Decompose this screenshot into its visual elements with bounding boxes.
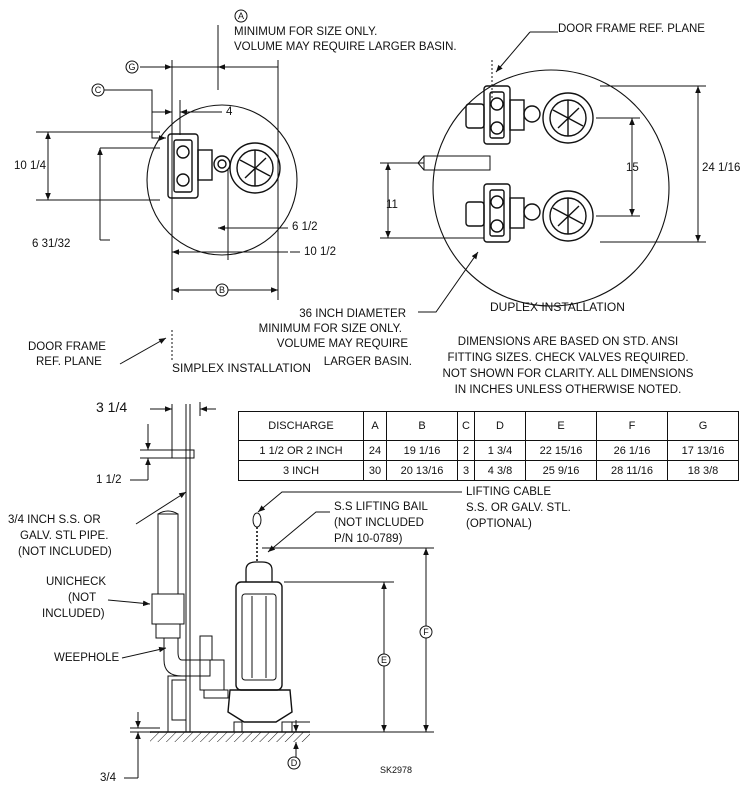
table-cell: 2 <box>457 440 475 461</box>
drawing-number: SK2978 <box>380 765 413 775</box>
callout-c: C <box>94 85 102 95</box>
header-b: B <box>386 411 458 441</box>
bail-label-line3: P/N 10-0789) <box>334 533 403 545</box>
duplex-caption: DUPLEX INSTALLATION <box>490 300 625 314</box>
table-cell: 20 13/16 <box>386 460 458 481</box>
table-cell: 17 13/16 <box>667 440 739 461</box>
duplex-dim-11: 11 <box>386 199 398 211</box>
table-cell: 1 1/2 OR 2 INCH <box>238 440 364 461</box>
cable-label-line1: LIFTING CABLE <box>466 486 551 498</box>
duplex-dim-24-1-16: 24 1/16 <box>702 162 741 174</box>
table-cell: 1 3/4 <box>474 440 526 461</box>
unicheck-label-line3: INCLUDED) <box>42 608 105 620</box>
elev-dim-3-1-4: 3 1/4 <box>96 399 128 415</box>
table-cell: 19 1/16 <box>386 440 458 461</box>
simplex-door-frame-line2: REF. PLANE <box>36 356 102 368</box>
notes-line4: IN INCHES UNLESS OTHERWISE NOTED. <box>454 384 682 396</box>
table-cell: 4 3/8 <box>474 460 526 481</box>
table-row: 3 INCH 30 20 13/16 3 4 3/8 25 9/16 28 11… <box>238 460 739 481</box>
header-c: C <box>457 411 475 441</box>
table-cell: 18 3/8 <box>667 460 739 481</box>
duplex-basin-outline <box>432 69 670 307</box>
table-cell: 26 1/16 <box>596 440 668 461</box>
table-cell: 24 <box>363 440 387 461</box>
simplex-dim-10-1-4: 10 1/4 <box>14 160 46 172</box>
simplex-note-line2: VOLUME MAY REQUIRE LARGER BASIN. <box>234 41 457 53</box>
notes-line3: NOT SHOWN FOR CLARITY. ALL DIMENSIONS <box>442 368 694 380</box>
header-e: E <box>525 411 597 441</box>
unicheck-label-line2: (NOT <box>68 592 97 604</box>
bail-label-line2: (NOT INCLUDED <box>334 517 424 529</box>
header-discharge: DISCHARGE <box>238 411 364 441</box>
simplex-basin-outline <box>146 104 298 256</box>
simplex-plan-view <box>36 25 300 365</box>
cable-label-line3: (OPTIONAL) <box>466 518 532 530</box>
simplex-dim-6-31-32: 6 31/32 <box>32 238 71 250</box>
simplex-note-line1: MINIMUM FOR SIZE ONLY. <box>234 26 378 38</box>
weephole-label: WEEPHOLE <box>54 652 120 664</box>
duplex-diameter-line4: LARGER BASIN. <box>323 356 412 368</box>
dimensions-table: DISCHARGE A B C D E F G 1 1/2 OR 2 INCH … <box>238 411 739 481</box>
table-row: 1 1/2 OR 2 INCH 24 19 1/16 2 1 3/4 22 15… <box>238 440 739 461</box>
cable-label-line2: S.S. OR GALV. STL. <box>466 502 571 514</box>
duplex-plan-view <box>380 31 706 313</box>
header-d: D <box>474 411 526 441</box>
callout-a: A <box>237 11 244 21</box>
table-cell: 25 9/16 <box>525 460 597 481</box>
unicheck-label-line1: UNICHECK <box>46 576 107 588</box>
header-f: F <box>596 411 668 441</box>
pipe-label-line3: (NOT INCLUDED) <box>18 546 112 558</box>
notes-line2: FITTING SIZES. CHECK VALVES REQUIRED. <box>447 352 689 364</box>
duplex-diameter-line3: VOLUME MAY REQUIRE <box>276 338 408 350</box>
table-cell: 22 15/16 <box>525 440 597 461</box>
elev-dim-3-4: 3/4 <box>100 772 116 784</box>
elev-dim-1-1-2: 1 1/2 <box>96 474 122 486</box>
table-cell: 30 <box>363 460 387 481</box>
header-g: G <box>667 411 739 441</box>
bail-label-line1: S.S LIFTING BAIL <box>334 501 428 513</box>
table-cell: 28 11/16 <box>596 460 668 481</box>
duplex-dim-15: 15 <box>626 162 639 174</box>
callout-d: D <box>290 758 298 768</box>
header-a: A <box>363 411 387 441</box>
duplex-door-frame: DOOR FRAME REF. PLANE <box>558 23 705 35</box>
callout-e: E <box>380 655 387 665</box>
simplex-dim-4: 4 <box>226 106 233 118</box>
simplex-caption: SIMPLEX INSTALLATION <box>172 361 311 375</box>
table-cell: 3 <box>457 460 475 481</box>
duplex-diameter-line1: 36 INCH DIAMETER <box>299 308 406 320</box>
table-cell: 3 INCH <box>238 460 364 481</box>
elevation-view <box>107 402 462 779</box>
simplex-door-frame-line1: DOOR FRAME <box>28 341 106 353</box>
simplex-dim-10-1-2: 10 1/2 <box>304 246 336 258</box>
callout-g: G <box>128 62 136 72</box>
pipe-label-line1: 3/4 INCH S.S. OR <box>8 514 101 526</box>
callout-f: F <box>423 627 429 637</box>
duplex-diameter-line2: MINIMUM FOR SIZE ONLY. <box>258 323 402 335</box>
table-header-row: DISCHARGE A B C D E F G <box>238 411 739 441</box>
callout-b: B <box>218 285 225 295</box>
pipe-label-line2: GALV. STL PIPE. <box>20 530 109 542</box>
notes-line1: DIMENSIONS ARE BASED ON STD. ANSI <box>457 336 679 348</box>
simplex-dim-6-1-2: 6 1/2 <box>292 221 318 233</box>
